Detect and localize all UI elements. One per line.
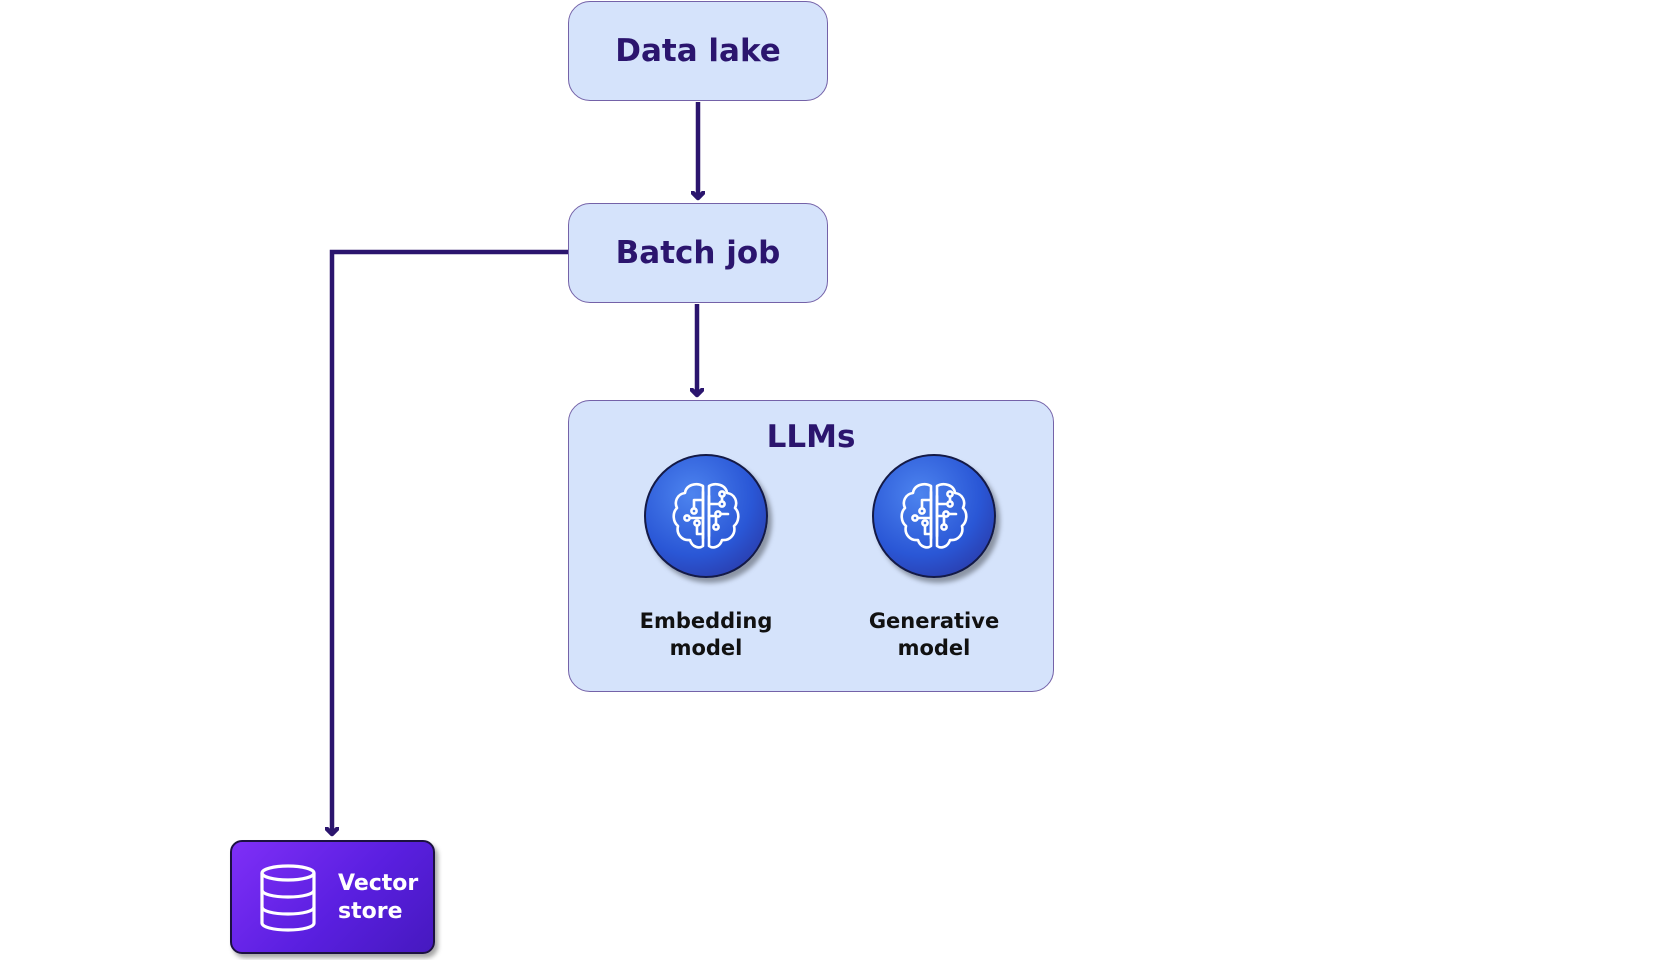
data-lake-label: Data lake	[615, 33, 781, 69]
generative-model-label-line2: model	[897, 636, 971, 660]
llms-group: LLMs Embedding mod	[568, 400, 1054, 692]
vector-store-label-line2: store	[338, 899, 403, 924]
generative-model-label-line1: Generative	[868, 609, 1000, 633]
batch-job-label: Batch job	[615, 235, 781, 271]
brain-circuit-icon	[872, 454, 996, 578]
batch-job-node: Batch job	[568, 203, 828, 303]
embedding-model-node: Embedding model	[616, 454, 796, 662]
data-lake-node: Data lake	[568, 1, 828, 101]
llms-title: LLMs	[766, 419, 856, 455]
database-icon	[260, 864, 316, 932]
vector-store-label-line1: Vector	[338, 871, 419, 896]
vector-store-node: Vector store	[230, 840, 435, 954]
brain-circuit-icon	[644, 454, 768, 578]
embedding-model-label-line1: Embedding	[639, 609, 773, 633]
edge-batchjob-to-vectorstore	[332, 249, 568, 834]
embedding-model-label-line2: model	[669, 636, 743, 660]
generative-model-node: Generative model	[844, 454, 1024, 662]
